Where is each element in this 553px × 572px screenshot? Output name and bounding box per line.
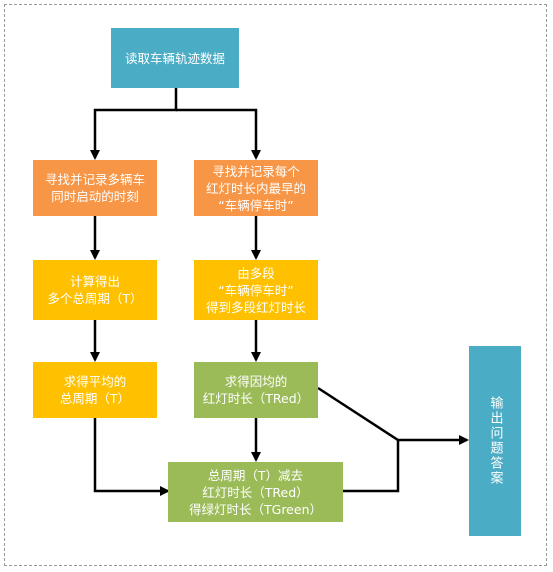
edge-green-output (343, 440, 400, 493)
node-find-earliest-stop: 寻找并记录每个 红灯时长内最早的 “车辆停车时” (194, 160, 318, 216)
node-derive-red-durations: 由多段 “车辆停车时” 得到多段红灯时长 (194, 260, 318, 320)
diagram-frame (4, 4, 547, 566)
node-find-simultaneous-start: 寻找并记录多辆车 同时启动的时刻 (33, 160, 157, 216)
edge-read-right (176, 108, 261, 160)
edge-avgL-green (93, 418, 170, 496)
node-read-trajectory: 读取车辆轨迹数据 (111, 28, 239, 88)
node-average-red: 求得因均的 红灯时长（TRed） (194, 362, 318, 418)
node-average-period: 求得平均的 总周期（T） (33, 362, 157, 418)
edge-read-split (90, 88, 178, 160)
edge-avgR-output (317, 386, 469, 445)
node-calc-total-periods: 计算得出 多个总周期（T） (33, 260, 157, 320)
node-green-duration: 总周期（T）减去 红灯时长（TRed） 得绿灯时长（TGreen） (168, 462, 343, 522)
node-output-answer: 输出问题答案 (469, 346, 521, 536)
